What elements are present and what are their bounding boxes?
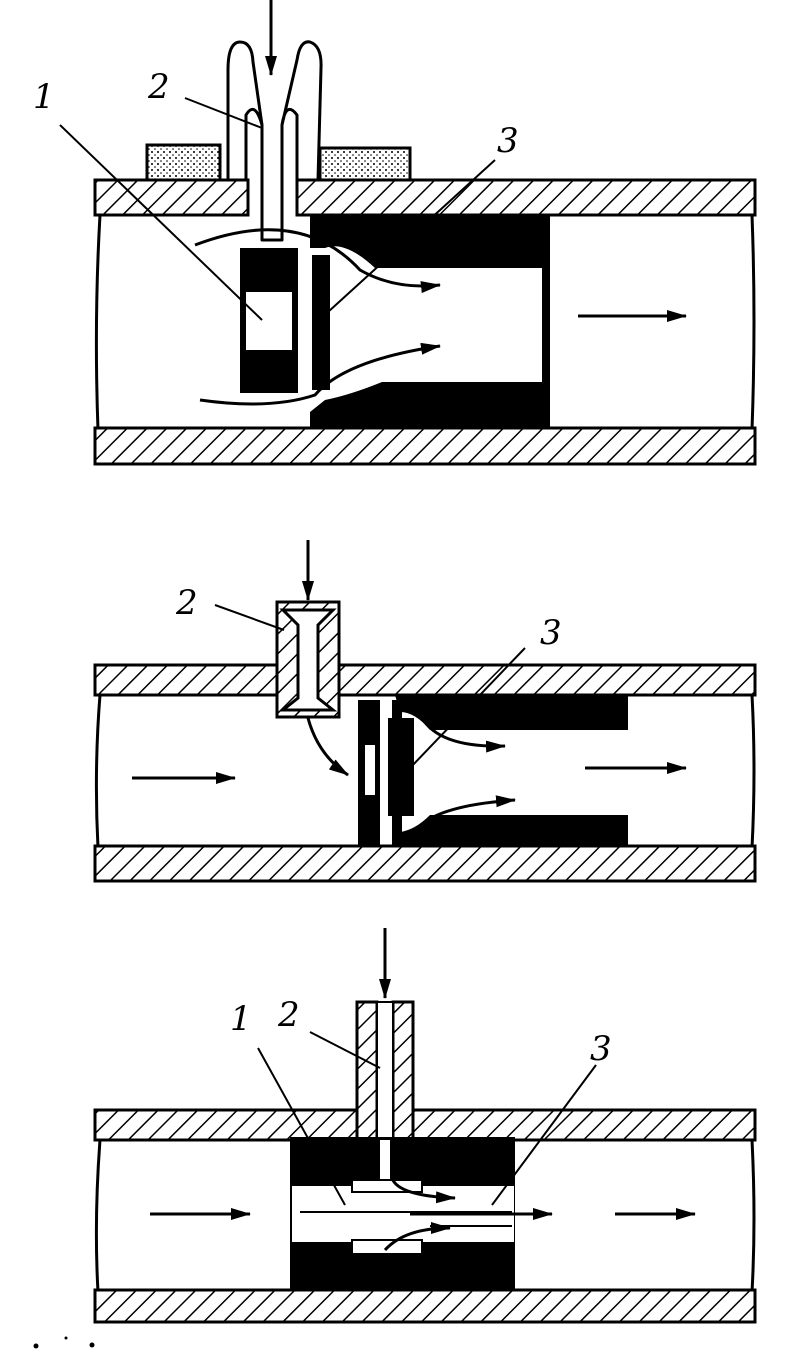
flow-arrow-lower xyxy=(383,1222,451,1252)
injector-stem xyxy=(380,1140,390,1182)
pipe-bottom-wall xyxy=(93,1288,757,1324)
flow-arrow-upper xyxy=(390,1177,456,1204)
pipe-top-wall-left xyxy=(93,1108,359,1142)
pipe-top-wall xyxy=(93,663,757,697)
feed-pipe-right-wall xyxy=(391,1000,415,1142)
chamber-end-wall xyxy=(542,215,550,428)
label-1: 1 xyxy=(33,77,55,117)
leader-3 xyxy=(327,159,496,313)
pipe-left-edge xyxy=(94,694,102,849)
injector-plate xyxy=(351,1179,423,1193)
leader-2 xyxy=(214,604,285,631)
leader-3 xyxy=(409,647,526,769)
pipe-bottom-wall xyxy=(93,844,757,883)
label-3: 3 xyxy=(497,121,519,161)
flow-arrow-upper xyxy=(420,717,506,753)
chamber-lower xyxy=(310,382,548,428)
pipe-left-edge xyxy=(94,1139,102,1293)
panel-3: 1 2 3 xyxy=(93,928,757,1324)
flow-arrow-lower xyxy=(199,342,441,406)
label-2: 2 xyxy=(175,583,198,623)
chamber-upper xyxy=(310,215,548,268)
pipe-top-wall-right xyxy=(295,178,757,217)
pipe-right-edge xyxy=(750,1139,756,1293)
panel-1: 1 2 3 xyxy=(33,0,757,466)
pipe-right-edge xyxy=(750,214,756,431)
pipe-right-edge xyxy=(750,694,756,849)
flow-arrow-lower xyxy=(418,795,516,828)
label-1: 1 xyxy=(230,999,252,1039)
leader-1 xyxy=(59,124,263,321)
leader-1 xyxy=(257,1047,346,1206)
pipe-bottom-wall xyxy=(93,426,757,466)
nozzle-core xyxy=(246,292,292,350)
pipe-top-wall-left xyxy=(93,178,250,217)
label-2: 2 xyxy=(277,995,300,1035)
flow-arrow-inlet-curve xyxy=(306,717,349,777)
leader-2 xyxy=(184,97,263,129)
pipe-top-wall-right xyxy=(411,1108,757,1142)
chamber-lower xyxy=(400,815,628,846)
feed-pipe-bore xyxy=(376,1001,394,1139)
label-2: 2 xyxy=(147,67,170,107)
label-3: 3 xyxy=(540,613,562,653)
leader-2 xyxy=(309,1031,381,1069)
atomizer-window xyxy=(365,745,375,795)
leader-3 xyxy=(491,1064,597,1206)
nozzle-channel xyxy=(278,608,338,712)
gasket-left xyxy=(145,143,222,182)
feed-pipe-left-wall xyxy=(355,1000,379,1142)
chamber-side xyxy=(392,700,402,846)
chamber-upper xyxy=(395,695,628,730)
pipe-left-edge xyxy=(94,214,102,431)
gasket-right xyxy=(318,146,412,182)
panel-2: 2 3 xyxy=(93,540,757,883)
scan-specks xyxy=(33,1336,95,1349)
label-3: 3 xyxy=(590,1029,612,1069)
screen-plate xyxy=(312,255,330,390)
flow-arrow-upper xyxy=(194,228,441,294)
feed-tube xyxy=(226,40,323,242)
